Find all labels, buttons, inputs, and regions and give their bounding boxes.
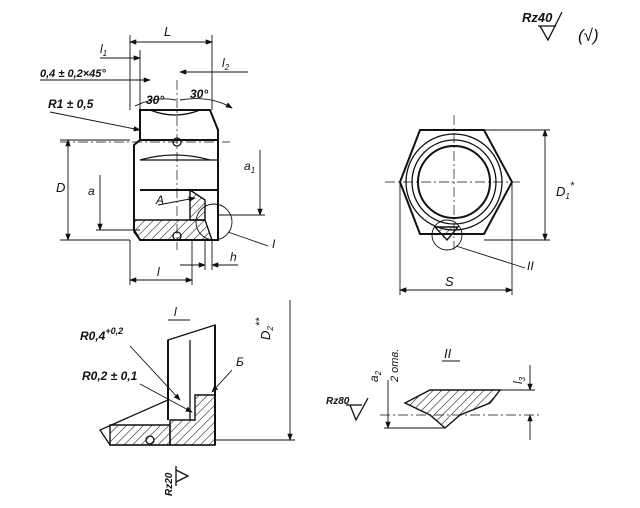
- detail-R04: R0,4+0,2: [80, 326, 123, 343]
- roughness-rest-symbol: (√): [578, 26, 599, 45]
- angle-right: 30°: [190, 87, 208, 101]
- top-view: II D1* S: [385, 115, 575, 295]
- detail-D2: D2**: [254, 317, 275, 340]
- detail-B: Б: [236, 355, 244, 369]
- detail-a2: a2: [367, 370, 383, 382]
- label-II: II: [527, 259, 534, 273]
- dim-l1: l1: [100, 42, 107, 58]
- angle-left: 30°: [146, 93, 164, 107]
- label-I: I: [272, 237, 276, 251]
- detail-Rz20: Rz20: [164, 472, 175, 496]
- dim-D: D: [56, 180, 65, 195]
- detail-holes: 2 отв.: [389, 349, 401, 383]
- dim-S: S: [445, 274, 454, 289]
- detail-l: l: [174, 305, 177, 319]
- detail-Rz80: Rz80: [326, 396, 350, 407]
- radius-label: R1 ± 0,5: [48, 97, 94, 111]
- side-view: L l1 l2 0,4 ± 0,2×45° R1 ± 0,5 30° 30° D…: [40, 24, 276, 285]
- chamfer-label: 0,4 ± 0,2×45°: [40, 68, 106, 80]
- dim-l2: l2: [222, 56, 230, 72]
- dim-h: h: [230, 250, 237, 264]
- dim-l: l: [157, 265, 160, 279]
- general-roughness-symbol: Rz40 (√): [522, 10, 599, 45]
- roughness-label: Rz40: [522, 10, 553, 25]
- dim-L: L: [164, 24, 171, 39]
- dim-D1: D1*: [556, 180, 575, 201]
- detail-b-view: l R0,4+0,2 R0,2 ± 0,1 Б D2** Rz20: [80, 300, 295, 496]
- label-A: A: [155, 193, 164, 207]
- dim-a: a: [88, 184, 95, 198]
- detail-l3: l3: [511, 376, 527, 384]
- dim-a1: a1: [244, 159, 255, 175]
- detail-ii-title: II: [444, 346, 452, 361]
- detail-R02: R0,2 ± 0,1: [82, 369, 138, 383]
- detail-ii-view: II a2 2 отв. l3 Rz80: [326, 346, 540, 440]
